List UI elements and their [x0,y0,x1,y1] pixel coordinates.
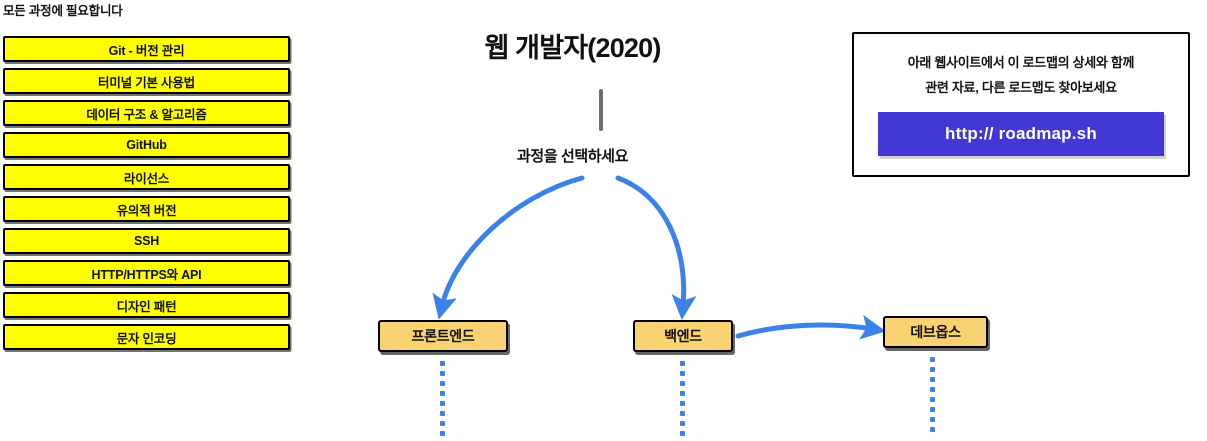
branch-arrow-frontend [432,175,585,320]
prerequisite-label: GitHub [126,138,167,152]
node-label: 데브옵스 [910,324,961,340]
prerequisite-item-ssh[interactable]: SSH [3,228,290,254]
prerequisite-item-terminal[interactable]: 터미널 기본 사용법 [3,68,290,94]
branch-arrow-backend [615,175,697,320]
prerequisites-heading: 모든 과정에 필요합니다 [3,4,123,18]
node-devops[interactable]: 데브옵스 [883,316,988,348]
prerequisite-label: 데이터 구조 & 알고리즘 [86,107,207,122]
prerequisite-label: Git - 버전 관리 [108,43,185,58]
prerequisite-item-design-patterns[interactable]: 디자인 패턴 [3,292,290,318]
prerequisite-item-data-structures[interactable]: 데이터 구조 & 알고리즘 [3,100,290,126]
prerequisite-label: HTTP/HTTPS와 API [91,267,202,282]
prerequisite-label: 라이선스 [123,171,170,186]
prerequisite-label: 디자인 패턴 [116,299,177,314]
prerequisite-item-github[interactable]: GitHub [3,132,290,158]
node-frontend[interactable]: 프론트엔드 [378,320,508,352]
dotted-line-frontend [440,361,445,441]
dotted-line-devops [930,357,935,437]
prerequisite-item-licenses[interactable]: 라이선스 [3,164,290,190]
node-label: 프론트엔드 [411,328,475,344]
prerequisite-label: 터미널 기본 사용법 [98,75,195,90]
page-title: 웹 개발자(2020) [484,33,661,63]
info-card: 아래 웹사이트에서 이 로드맵의 상세와 함께 관련 자료, 다른 로드맵도 찾… [852,32,1190,177]
prerequisite-label: 유의적 버전 [116,203,177,218]
prerequisite-item-git[interactable]: Git - 버전 관리 [3,36,290,62]
trunk-connector-line [599,89,603,131]
info-text-line-2: 관련 자료, 다른 로드맵도 찾아보세요 [925,80,1117,95]
node-backend[interactable]: 백엔드 [633,320,733,352]
prerequisite-item-semantic-versioning[interactable]: 유의적 버전 [3,196,290,222]
prerequisite-label: SSH [133,234,160,248]
prerequisite-item-http-api[interactable]: HTTP/HTTPS와 API [3,260,290,286]
prerequisite-item-character-encodings[interactable]: 문자 인코딩 [3,324,290,350]
dotted-line-backend [680,361,685,441]
node-label: 백엔드 [664,328,702,344]
prerequisites-panel: 모든 과정에 필요합니다 Git - 버전 관리 터미널 기본 사용법 데이터 … [0,0,300,436]
prerequisites-list: Git - 버전 관리 터미널 기본 사용법 데이터 구조 & 알고리즘 Git… [3,36,290,356]
roadmap-center-column: 웹 개발자(2020) 과정을 선택하세요 [300,0,845,436]
branch-arrows [432,175,697,320]
info-text-line-1: 아래 웹사이트에서 이 로드맵의 상세와 함께 [907,55,1135,70]
prerequisite-label: 문자 인코딩 [116,331,177,346]
branch-arrow-devops [735,314,886,340]
roadmap-website-button[interactable]: http:// roadmap.sh [878,112,1164,156]
roadmap-subtitle: 과정을 선택하세요 [517,148,628,165]
